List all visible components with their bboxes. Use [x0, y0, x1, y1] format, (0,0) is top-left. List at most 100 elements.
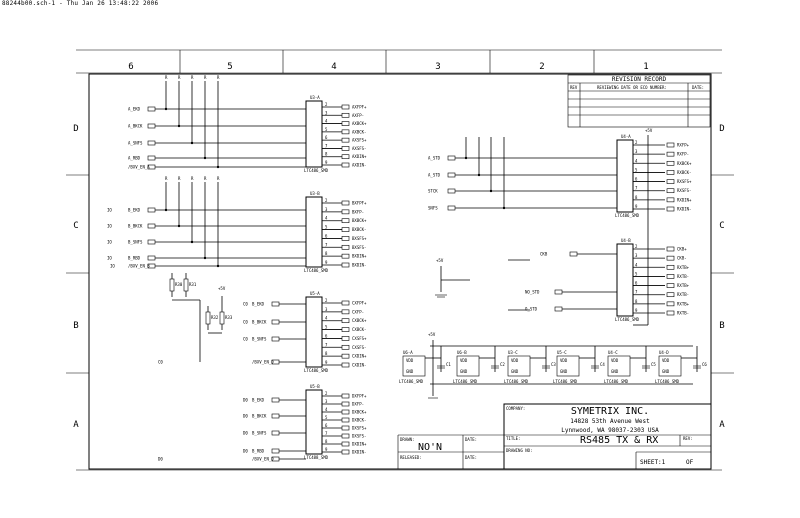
- pin-number: 2: [325, 298, 328, 303]
- io-label: C0: [158, 360, 163, 365]
- junction-dot: [203, 156, 207, 160]
- port-connector: [666, 160, 675, 166]
- port-connector: [341, 353, 350, 359]
- mid-net-label: SNFS: [428, 206, 438, 211]
- port-connector: [341, 218, 350, 224]
- output-net-label: RXTB+: [677, 301, 690, 306]
- resistor-label: R32: [211, 315, 219, 320]
- ic-body: [658, 355, 682, 377]
- port-connector: [271, 413, 280, 419]
- port-connector: [666, 151, 675, 157]
- pin-number: 7: [325, 143, 328, 148]
- resistor: [205, 311, 211, 325]
- output-net-label: BXFP-: [352, 209, 364, 214]
- ic-part-number: LTC486_SMD: [304, 268, 329, 273]
- zone-row-left-A: A: [73, 420, 79, 430]
- zone-column-2: 2: [539, 62, 544, 72]
- port-connector: [666, 310, 675, 316]
- pin-number: 8: [635, 195, 638, 200]
- ic-reference: U5-C: [557, 350, 567, 355]
- port-connector: [341, 417, 350, 423]
- port-connector: [341, 336, 350, 341]
- pin-number: 7: [635, 186, 638, 191]
- file-header: 88244b00.sch-1 - Thu Jan 26 13:48:22 200…: [2, 0, 159, 7]
- pin-label: GND: [511, 369, 519, 374]
- ic-body: [616, 243, 634, 317]
- title-block: COMPANY: SYMETRIX INC. 14828 53th Avenue…: [397, 403, 712, 470]
- pin-number: 9: [325, 447, 328, 452]
- input-net-label: B_EKD: [252, 398, 265, 403]
- port-connector: [666, 179, 675, 184]
- input-net-label: B_SNFS: [252, 337, 267, 342]
- junction-dot: [164, 107, 168, 111]
- vcc-label: +5V: [218, 286, 226, 291]
- pin-number: 9: [325, 160, 328, 165]
- input-net-label: /BXV_EN_B: [128, 264, 150, 269]
- output-net-label: RXTB-: [677, 292, 689, 297]
- resistor-label: R31: [189, 282, 197, 287]
- pin-number: 3: [325, 399, 328, 404]
- port-connector: [341, 344, 350, 350]
- io-label: C0: [243, 302, 248, 307]
- pin-number: 9: [635, 308, 638, 313]
- pin-number: 2: [325, 391, 328, 396]
- output-net-label: CKB+: [677, 247, 687, 252]
- output-net-label: CXDIN-: [352, 363, 366, 368]
- company-address-line2: Lynnwood, WA 98037-2303 USA: [561, 427, 659, 434]
- io-label: D0: [158, 457, 163, 462]
- port-connector: [447, 155, 456, 161]
- pin-number: 3: [635, 253, 638, 258]
- junction-dot: [203, 256, 207, 260]
- ic-part-number: LTC486_SMD: [553, 379, 578, 384]
- pin-label: GND: [611, 369, 619, 374]
- ic-reference: U3-A: [310, 95, 320, 100]
- output-net-label: BXFPF+: [352, 201, 367, 206]
- pin-label: VDD: [560, 358, 568, 363]
- resistor-label: R33: [225, 315, 233, 320]
- zone-column-4: 4: [331, 62, 336, 72]
- zone-column-1: 1: [643, 62, 648, 72]
- zone-row-right-B: B: [719, 321, 724, 331]
- input-net-label: /BXV_EN_D: [252, 360, 274, 365]
- zone-row-right-D: D: [719, 124, 724, 134]
- resistor: [169, 278, 175, 292]
- junction-dot: [177, 124, 181, 128]
- title-label: TITLE:: [506, 436, 520, 441]
- input-net-label: /BXV_EN_D: [252, 457, 274, 462]
- pin-number: 7: [325, 242, 328, 247]
- io-label: D0: [243, 414, 248, 419]
- port-connector: [271, 319, 280, 325]
- pin-number: 6: [635, 281, 638, 286]
- port-connector: [147, 155, 156, 161]
- port-connector: [666, 246, 675, 252]
- drawn-date-label: DATE:: [465, 437, 477, 442]
- mid-net-label: STCK: [428, 189, 438, 194]
- capacitor-label: C6: [702, 362, 707, 367]
- pin-number: 4: [635, 262, 638, 267]
- port-connector: [447, 172, 456, 178]
- output-net-label: RXDIN-: [677, 207, 691, 212]
- port-connector: [666, 292, 675, 298]
- ic-part-number: LTC486_SMD: [304, 368, 329, 373]
- pin-number: 9: [325, 260, 328, 265]
- port-connector: [666, 197, 675, 203]
- resistor: [219, 311, 225, 325]
- pin-number: 5: [635, 167, 638, 172]
- port-connector: [147, 207, 156, 213]
- port-connector: [271, 301, 280, 307]
- output-net-label: DXFP-: [352, 402, 364, 407]
- vcc-label: +5V: [428, 332, 436, 337]
- mid-net-label: A_STD: [428, 173, 441, 178]
- pullup-label: R: [204, 176, 207, 181]
- output-net-label: RXSFS+: [677, 179, 692, 184]
- ic-body: [305, 389, 323, 455]
- drawing-frame: [76, 49, 722, 471]
- port-connector: [341, 409, 350, 415]
- input-net-label: B_BKCK: [128, 224, 143, 229]
- zone-column-6: 6: [128, 62, 133, 72]
- port-connector: [341, 200, 350, 206]
